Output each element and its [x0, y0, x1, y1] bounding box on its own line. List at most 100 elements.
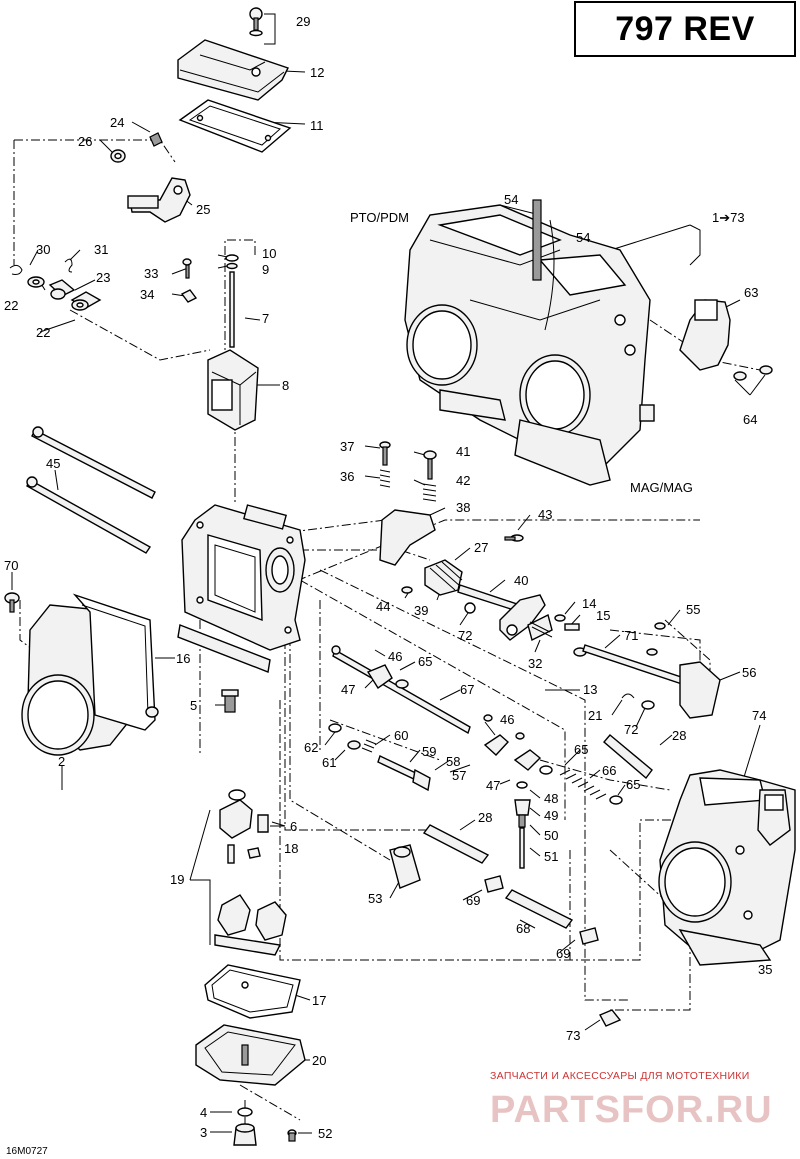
callout-32: 32 — [528, 656, 542, 671]
callout-61: 61 — [322, 755, 336, 770]
callout-numbers: 29 12 11 24 26 25 54 54 63 64 30 31 22 2… — [4, 14, 772, 1141]
callout-49: 49 — [544, 808, 558, 823]
callout-30: 30 — [36, 242, 50, 257]
throttle-position-sensor-group — [679, 299, 773, 381]
callout-7: 7 — [262, 311, 269, 326]
long-bolts — [26, 426, 156, 554]
callout-16: 16 — [176, 651, 190, 666]
callout-22b: 22 — [36, 325, 50, 340]
leader-lines — [11, 13, 766, 1134]
callout-26: 26 — [78, 134, 92, 149]
callout-40: 40 — [514, 573, 528, 588]
right-carb-body — [599, 769, 796, 1027]
callout-50: 50 — [544, 828, 558, 843]
callout-47a: 47 — [341, 682, 355, 697]
callout-45: 45 — [46, 456, 60, 471]
float-assembly-group — [214, 789, 287, 956]
callout-24: 24 — [110, 115, 124, 130]
small-fasteners-right — [554, 614, 691, 687]
callout-35: 35 — [758, 962, 772, 977]
callout-47b: 47 — [486, 778, 500, 793]
throttle-lever-group — [110, 132, 191, 223]
callout-3: 3 — [200, 1125, 207, 1140]
callout-31: 31 — [94, 242, 108, 257]
callout-44: 44 — [376, 599, 390, 614]
callout-48: 48 — [544, 791, 558, 806]
callout-60: 60 — [394, 728, 408, 743]
callout-64: 64 — [743, 412, 757, 427]
callout-62: 62 — [304, 740, 318, 755]
callout-19: 19 — [170, 872, 184, 887]
callout-71: 71 — [624, 628, 638, 643]
callout-9: 9 — [262, 262, 269, 277]
callout-65b: 65 — [574, 742, 588, 757]
callout-70: 70 — [4, 558, 18, 573]
callout-42: 42 — [456, 473, 470, 488]
callout-51: 51 — [544, 849, 558, 864]
callout-39: 39 — [414, 603, 428, 618]
callout-14: 14 — [582, 596, 596, 611]
model-title-box: 797 REV — [574, 1, 796, 57]
air-adapter-group — [4, 592, 159, 756]
callout-10: 10 — [262, 246, 276, 261]
callout-20: 20 — [312, 1053, 326, 1068]
fuel-connector-group — [389, 844, 599, 945]
callout-38: 38 — [456, 500, 470, 515]
callout-37: 37 — [340, 439, 354, 454]
callout-28a: 28 — [672, 728, 686, 743]
callout-34: 34 — [140, 287, 154, 302]
pto-label: PTO/PDM — [350, 210, 409, 225]
callout-4: 4 — [200, 1105, 207, 1120]
callout-18: 18 — [284, 841, 298, 856]
callout-54b: 54 — [576, 230, 590, 245]
callout-15: 15 — [596, 608, 610, 623]
callout-2: 2 — [58, 754, 65, 769]
hoses-springs-group — [422, 734, 653, 929]
callout-74: 74 — [752, 708, 766, 723]
throttle-shaft-group — [401, 559, 553, 642]
callout-17: 17 — [312, 993, 326, 1008]
watermark-brand: PARTSFOR.RU — [490, 1089, 773, 1131]
float-bowl-group — [195, 964, 306, 1146]
model-title: 797 REV — [615, 9, 755, 48]
callout-58: 58 — [446, 754, 460, 769]
callout-53: 53 — [368, 891, 382, 906]
callout-52: 52 — [318, 1126, 332, 1141]
callout-11: 11 — [310, 118, 324, 133]
callout-28b: 28 — [478, 810, 492, 825]
callout-36: 36 — [340, 469, 354, 484]
needle-jet-column — [514, 781, 531, 869]
callout-5: 5 — [190, 698, 197, 713]
linkage-clips-group — [9, 258, 102, 311]
callout-33: 33 — [144, 266, 158, 281]
callout-23: 23 — [96, 270, 110, 285]
main-carb-body — [177, 504, 306, 713]
callout-41: 41 — [456, 444, 470, 459]
callout-72b: 72 — [624, 722, 638, 737]
throttle-slide-group — [180, 254, 259, 431]
callout-8: 8 — [282, 378, 289, 393]
callout-63: 63 — [744, 285, 758, 300]
callout-59: 59 — [422, 744, 436, 759]
callout-65a: 65 — [418, 654, 432, 669]
callout-72a: 72 — [458, 628, 472, 643]
linkage-rods-group — [331, 645, 721, 735]
callout-73: 73 — [566, 1028, 580, 1043]
callout-55: 55 — [686, 602, 700, 617]
callout-69b: 69 — [556, 946, 570, 961]
callout-6: 6 — [290, 819, 297, 834]
callout-21: 21 — [588, 708, 602, 723]
callout-68: 68 — [516, 921, 530, 936]
callout-22a: 22 — [4, 298, 18, 313]
callout-67: 67 — [460, 682, 474, 697]
watermark-caption: ЗАПЧАСТИ И АКСЕССУАРЫ ДЛЯ МОТОТЕХНИКИ — [490, 1070, 750, 1082]
callout-29: 29 — [296, 14, 310, 29]
mag-label: MAG/MAG — [630, 480, 693, 495]
drawing-code: 16M0727 — [6, 1146, 48, 1157]
callout-56: 56 — [742, 665, 756, 680]
callout-27: 27 — [474, 540, 488, 555]
carb-top-cover-group — [177, 7, 292, 153]
twin-carb-assembly — [404, 199, 655, 486]
callout-46a: 46 — [388, 649, 402, 664]
